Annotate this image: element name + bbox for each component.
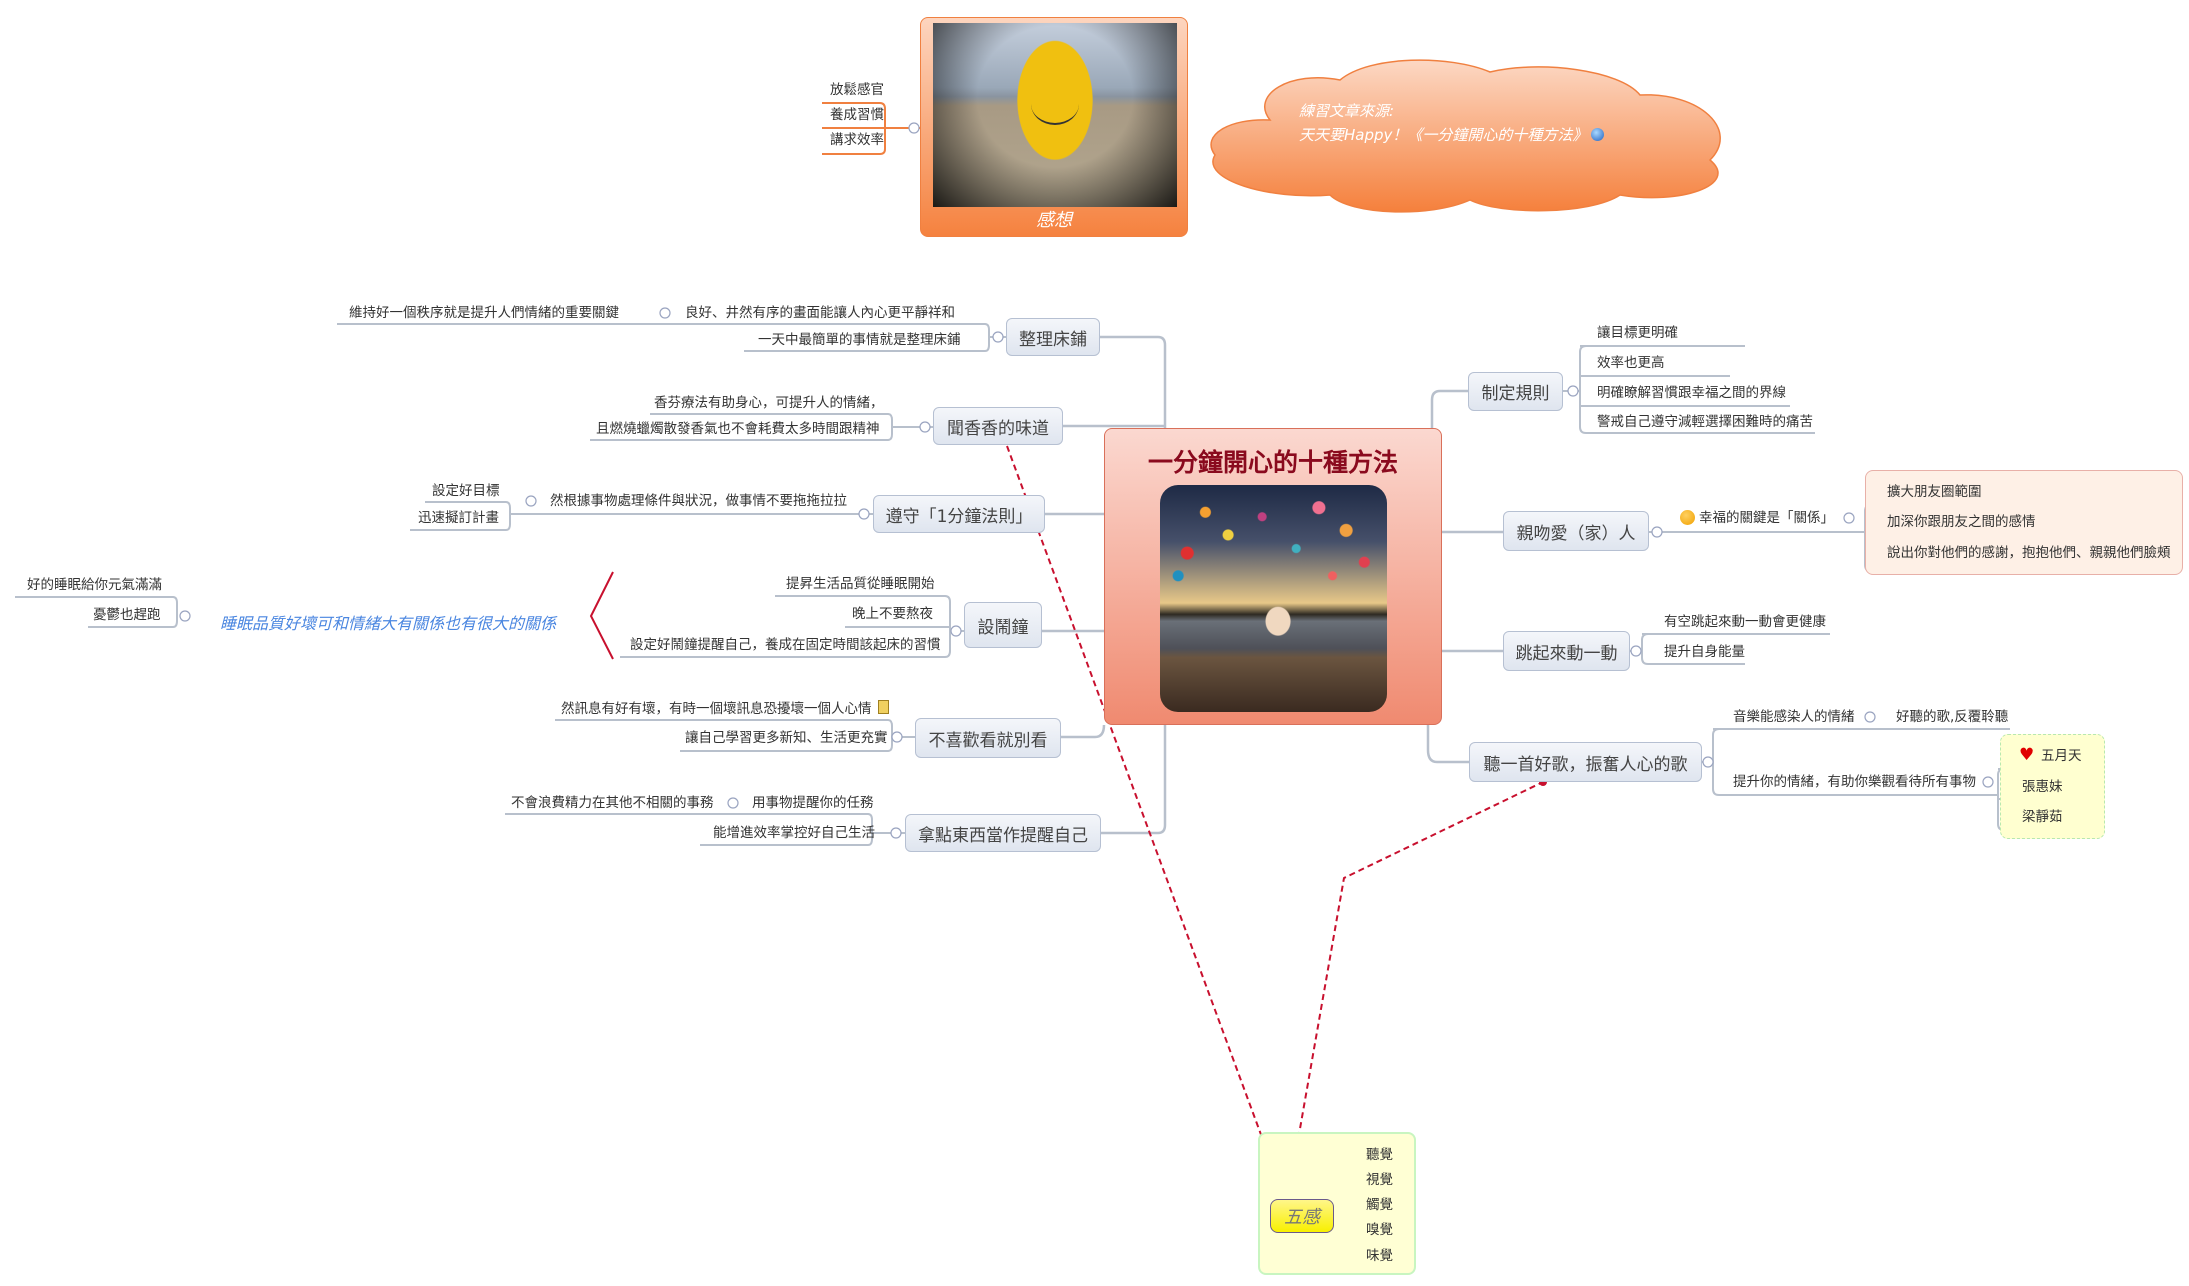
reflection-node[interactable]: 感想 xyxy=(920,17,1188,237)
branch-connectors xyxy=(1042,335,1503,835)
leaf[interactable]: 憂鬱也趕跑 xyxy=(93,607,161,623)
leaf[interactable]: 講求效率 xyxy=(830,132,884,148)
leaf[interactable]: 讓目標更明確 xyxy=(1597,325,1678,341)
leaf[interactable]: 能增進效率掌控好自己生活 xyxy=(713,825,875,841)
leaf-text: 然訊息有好有壞，有時一個壞訊息恐擾壞一個人心情 xyxy=(561,701,872,717)
central-image xyxy=(1160,485,1387,712)
leaf[interactable]: 不會浪費精力在其他不相關的事務 xyxy=(511,795,714,811)
summary-topic[interactable]: 睡眠品質好壞可和情緒大有關係也有很大的關係 xyxy=(220,614,557,633)
topic-scent[interactable]: 聞香香的味道 xyxy=(933,407,1063,445)
leaf[interactable]: 說出你對他們的感謝，抱抱他們、親親他們臉頰 xyxy=(1887,545,2171,561)
relationship-links[interactable] xyxy=(1006,445,1544,1198)
leaf[interactable]: 且燃燒蠟燭散發香氣也不會耗費太多時間跟精神 xyxy=(596,421,880,437)
central-topic[interactable]: 一分鐘開心的十種方法 xyxy=(1104,428,1442,725)
leaf-underlines xyxy=(15,323,2170,1271)
leaf[interactable]: 效率也更高 xyxy=(1597,355,1665,371)
summary-bracket xyxy=(589,571,614,660)
leaf[interactable]: 用事物提醒你的任務 xyxy=(752,795,874,811)
leaf[interactable]: 設定好目標 xyxy=(432,483,500,499)
leaf[interactable]: 放鬆感官 xyxy=(830,82,884,98)
leaf[interactable]: 提昇生活品質從睡眠開始 xyxy=(786,576,935,592)
leaf[interactable]: 好聽的歌,反覆聆聽 xyxy=(1896,709,2009,725)
reflection-caption: 感想 xyxy=(1036,210,1072,231)
leaf[interactable]: 視覺 xyxy=(1366,1172,1393,1188)
leaf[interactable]: 迅速擬訂計畫 xyxy=(418,510,499,526)
leaf[interactable]: 明確瞭解習慣跟幸福之間的界線 xyxy=(1597,385,1786,401)
heart-icon: ♥ xyxy=(2019,745,2035,765)
leaf[interactable]: 好的睡眠給你元氣滿滿 xyxy=(27,577,162,593)
topic-dont-watch[interactable]: 不喜歡看就別看 xyxy=(915,718,1061,758)
leaf[interactable]: 設定好鬧鐘提醒自己，養成在固定時間該起床的習慣 xyxy=(630,637,941,653)
leaf[interactable]: 五月天 xyxy=(2041,748,2082,764)
leaf[interactable]: 香芬療法有助身心，可提升人的情緒， xyxy=(654,395,884,411)
smiley-icon xyxy=(1680,510,1695,525)
topic-music[interactable]: 聽一首好歌，振奮人心的歌 xyxy=(1469,742,1702,782)
leaf[interactable]: 有空跳起來動一動會更健康 xyxy=(1664,614,1826,630)
leaf[interactable]: 音樂能感染人的情緒 xyxy=(1733,709,1855,725)
globe-icon[interactable] xyxy=(1591,128,1605,141)
leaf[interactable]: 然根據事物處理條件與狀況，做事情不要拖拖拉拉 xyxy=(550,493,847,509)
source-label: 練習文章來源: xyxy=(1299,102,1395,120)
source-title: 天天要Happy！《一分鐘開心的十種方法》 xyxy=(1299,126,1588,144)
leaf[interactable]: 警戒自己遵守減輕選擇困難時的痛苦 xyxy=(1597,414,1813,430)
central-title: 一分鐘開心的十種方法 xyxy=(1147,448,1398,477)
leaf[interactable]: 提升你的情緒，有助你樂觀看待所有事物 xyxy=(1733,774,1976,790)
leaf[interactable]: 一天中最簡單的事情就是整理床鋪 xyxy=(758,332,961,348)
boundary-box xyxy=(1865,470,2183,575)
leaf[interactable]: 晚上不要熬夜 xyxy=(852,606,933,622)
smiley-image xyxy=(933,23,1177,207)
note-icon[interactable] xyxy=(877,700,889,714)
leaf[interactable]: 擴大朋友圈範圍 xyxy=(1887,484,1982,500)
leaf[interactable]: 張惠妹 xyxy=(2022,779,2063,795)
leaf[interactable]: 味覺 xyxy=(1366,1248,1393,1264)
leaf[interactable]: 然訊息有好有壞，有時一個壞訊息恐擾壞一個人心情 xyxy=(561,700,889,718)
leaf[interactable]: 嗅覺 xyxy=(1366,1222,1393,1238)
leaf[interactable]: 幸福的關鍵是「關係」 xyxy=(1699,510,1834,526)
leaf[interactable]: 聽覺 xyxy=(1366,1147,1393,1163)
topic-one-minute-rule[interactable]: 遵守「1分鐘法則」 xyxy=(873,495,1045,533)
topic-reminder[interactable]: 拿點東西當作提醒自己 xyxy=(905,814,1101,852)
leaf[interactable]: 梁靜茹 xyxy=(2022,809,2063,825)
collapse-toggles[interactable] xyxy=(179,122,1994,1222)
leaf[interactable]: 讓自己學習更多新知、生活更充實 xyxy=(685,730,888,746)
source-link[interactable]: 天天要Happy！《一分鐘開心的十種方法》 xyxy=(1299,124,1605,145)
topic-family[interactable]: 親吻愛（家）人 xyxy=(1503,511,1649,551)
leaf[interactable]: 提升自身能量 xyxy=(1664,644,1745,660)
topic-exercise[interactable]: 跳起來動一動 xyxy=(1503,631,1630,671)
leaf[interactable]: 觸覺 xyxy=(1366,1197,1393,1213)
leaf[interactable]: 良好、井然有序的畫面能讓人內心更平靜祥和 xyxy=(685,305,955,321)
topic-five-senses[interactable]: 五感 xyxy=(1270,1199,1334,1233)
leaf[interactable]: 養成習慣 xyxy=(830,107,884,123)
leaf[interactable]: 加深你跟朋友之間的感情 xyxy=(1887,514,2036,530)
leaf[interactable]: 維持好一個秩序就是提升人們情緒的重要關鍵 xyxy=(349,305,619,321)
topic-make-bed[interactable]: 整理床鋪 xyxy=(1006,318,1100,356)
cloud-shape xyxy=(1210,59,1721,213)
topic-rules[interactable]: 制定規則 xyxy=(1468,372,1563,411)
boundary-box xyxy=(2000,734,2105,839)
topic-alarm[interactable]: 設鬧鐘 xyxy=(964,602,1042,648)
